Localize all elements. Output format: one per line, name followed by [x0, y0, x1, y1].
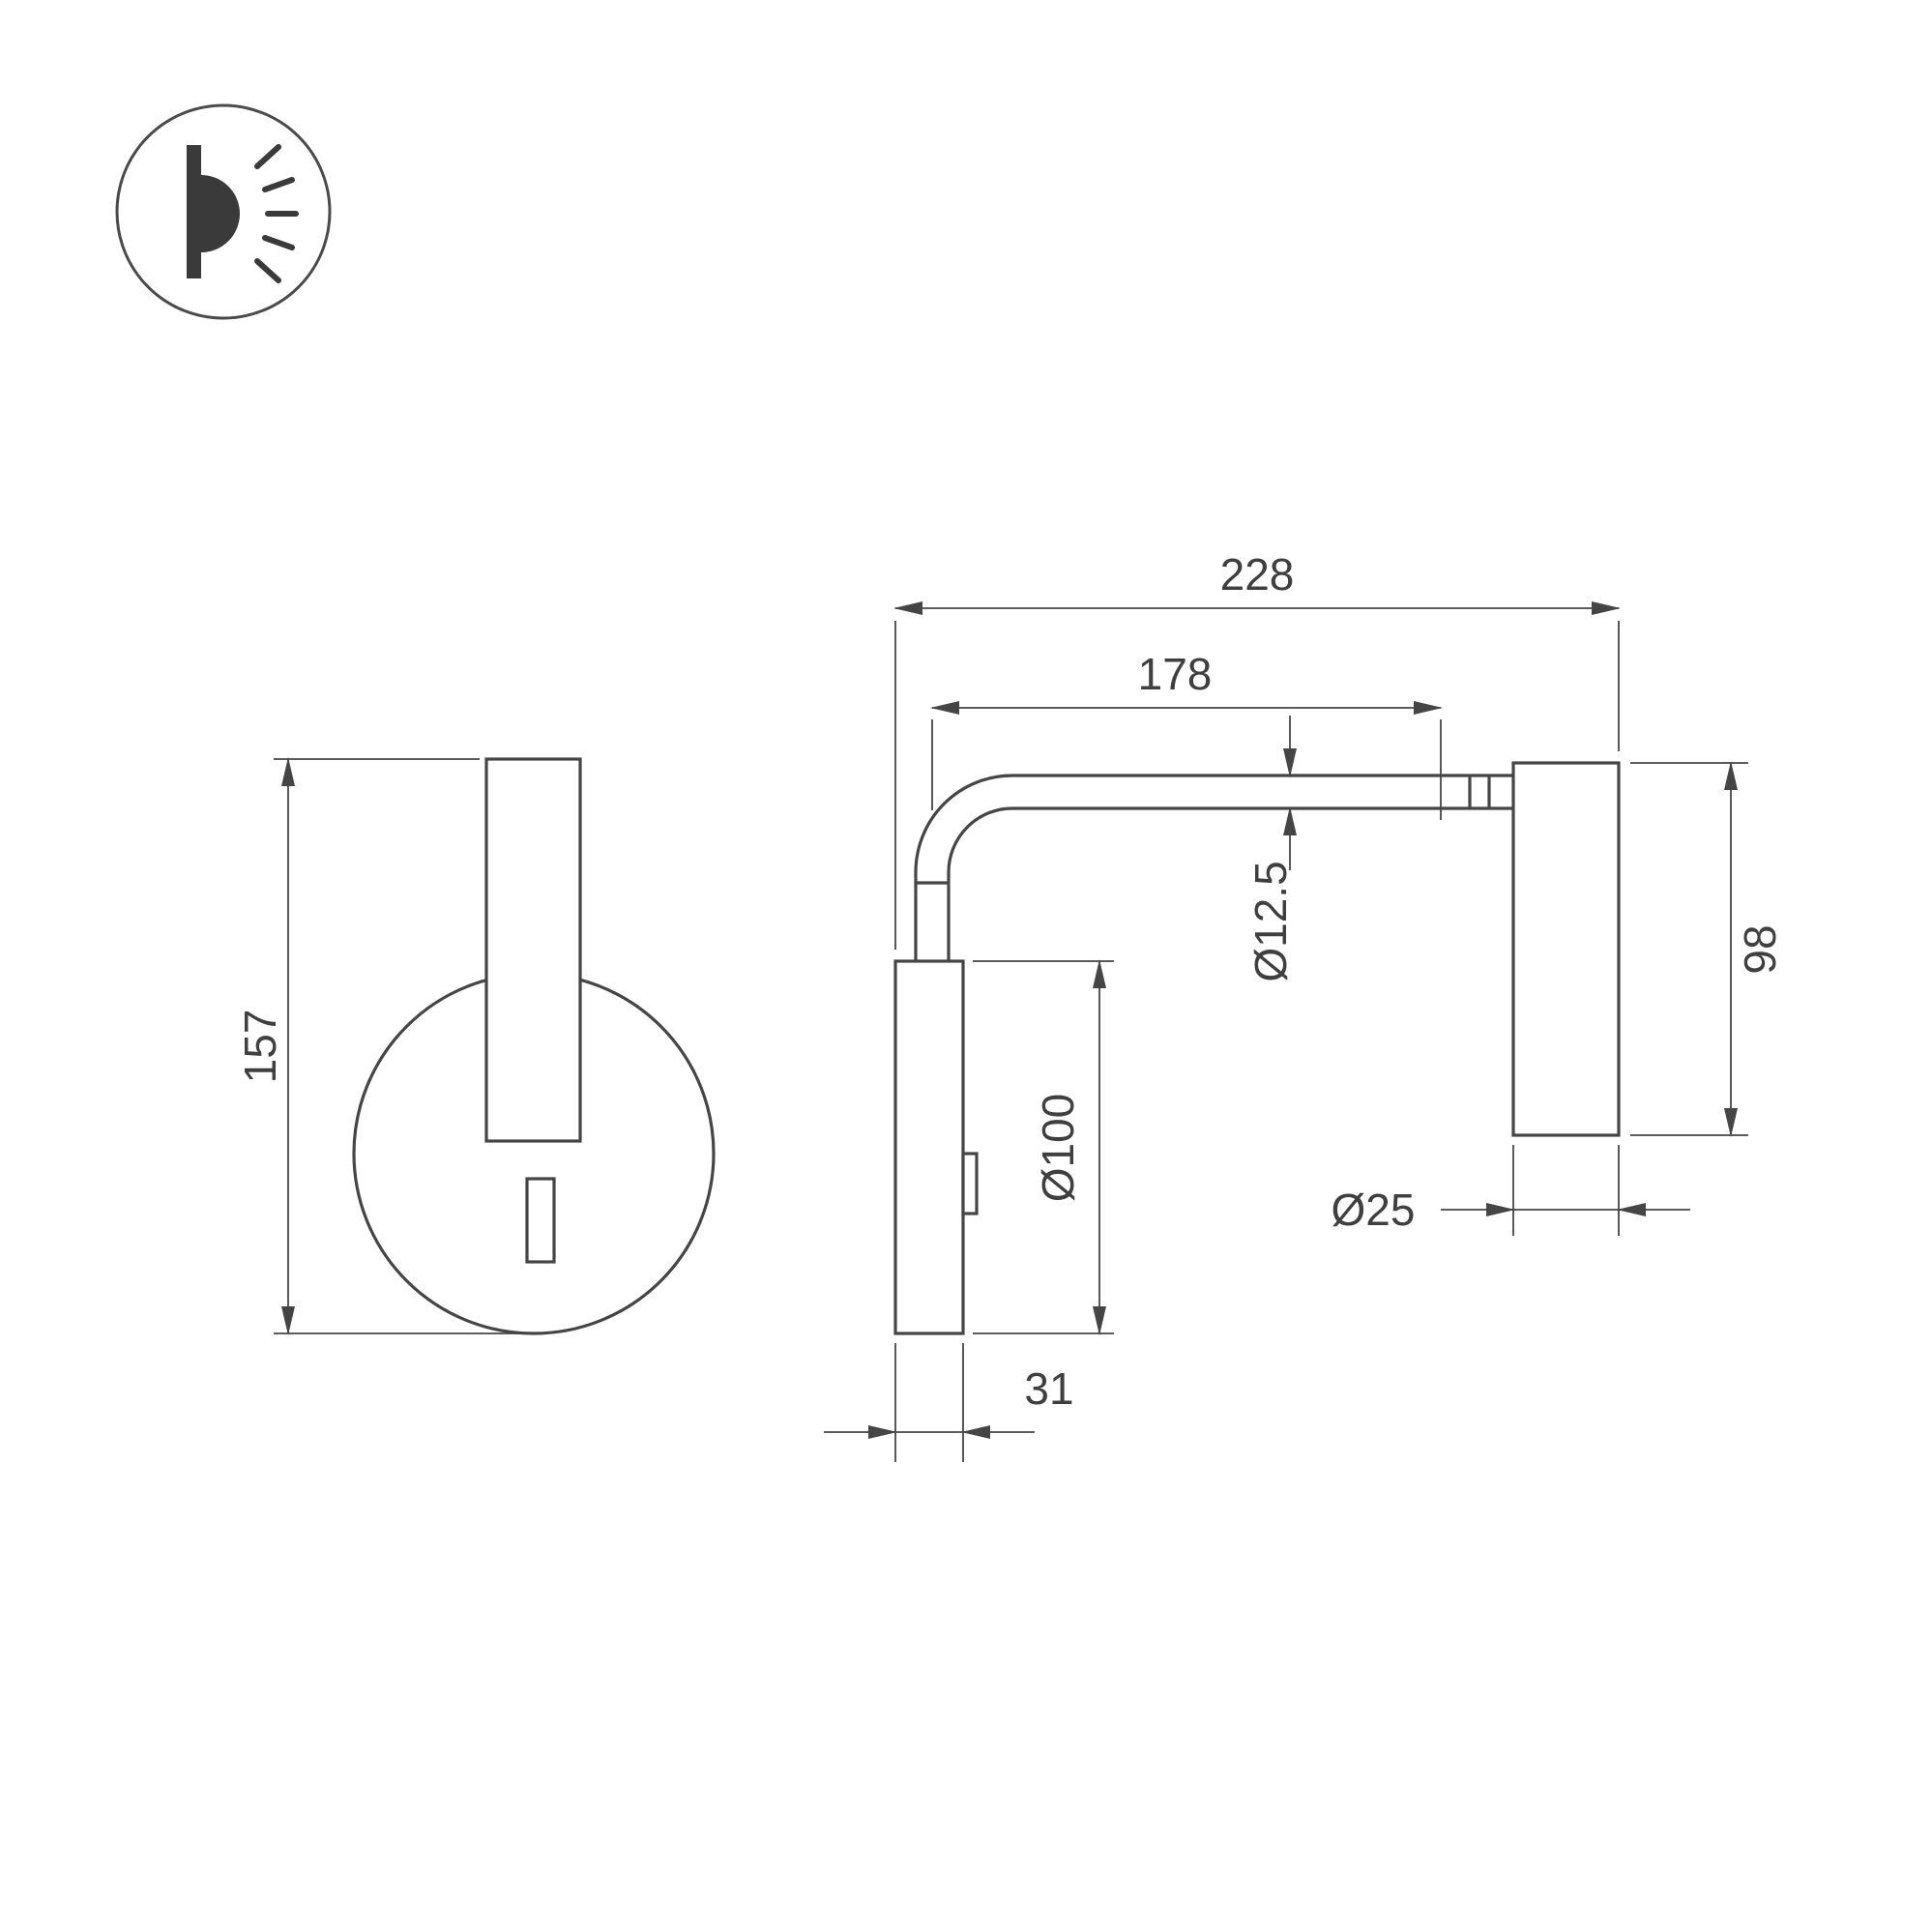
- dim-98-label: 98: [1735, 924, 1785, 974]
- dim-228: 228: [893, 549, 1621, 950]
- dim-31: 31: [824, 1343, 1074, 1462]
- elbow-outer-arc: [914, 774, 1013, 873]
- dim-tube-diameter: Ø12.5: [1245, 716, 1297, 982]
- dim-98: 98: [1630, 761, 1785, 1137]
- icon-light-rays: [254, 144, 299, 283]
- side-lamp-head: [1511, 761, 1621, 1137]
- dim-178-label: 178: [1138, 649, 1213, 699]
- dim-157: 157: [235, 757, 527, 1335]
- dim-157-label: 157: [235, 1010, 285, 1084]
- icon-lamp-shade: [201, 175, 240, 252]
- dim-12-5-label: Ø12.5: [1245, 861, 1296, 981]
- side-view: [893, 761, 1621, 1335]
- dim-100-label: Ø100: [1033, 1094, 1083, 1203]
- elbow-inner-arc: [947, 806, 1013, 873]
- wall-lamp-light-icon: [115, 103, 332, 320]
- dim-228-label: 228: [1220, 549, 1295, 600]
- icon-wall-bar: [187, 145, 201, 278]
- dim-25-label: Ø25: [1332, 1185, 1416, 1235]
- front-view: [352, 757, 716, 1335]
- dim-31-label: 31: [1024, 1363, 1073, 1414]
- front-switch: [525, 1177, 556, 1264]
- side-base-plate: [893, 959, 965, 1335]
- dim-178: 178: [930, 649, 1443, 820]
- side-switch-bump: [961, 1152, 979, 1215]
- front-lamp-body: [484, 757, 582, 1143]
- dim-base-diameter: Ø100: [973, 959, 1114, 1335]
- dim-head-diameter: Ø25: [1332, 1145, 1690, 1236]
